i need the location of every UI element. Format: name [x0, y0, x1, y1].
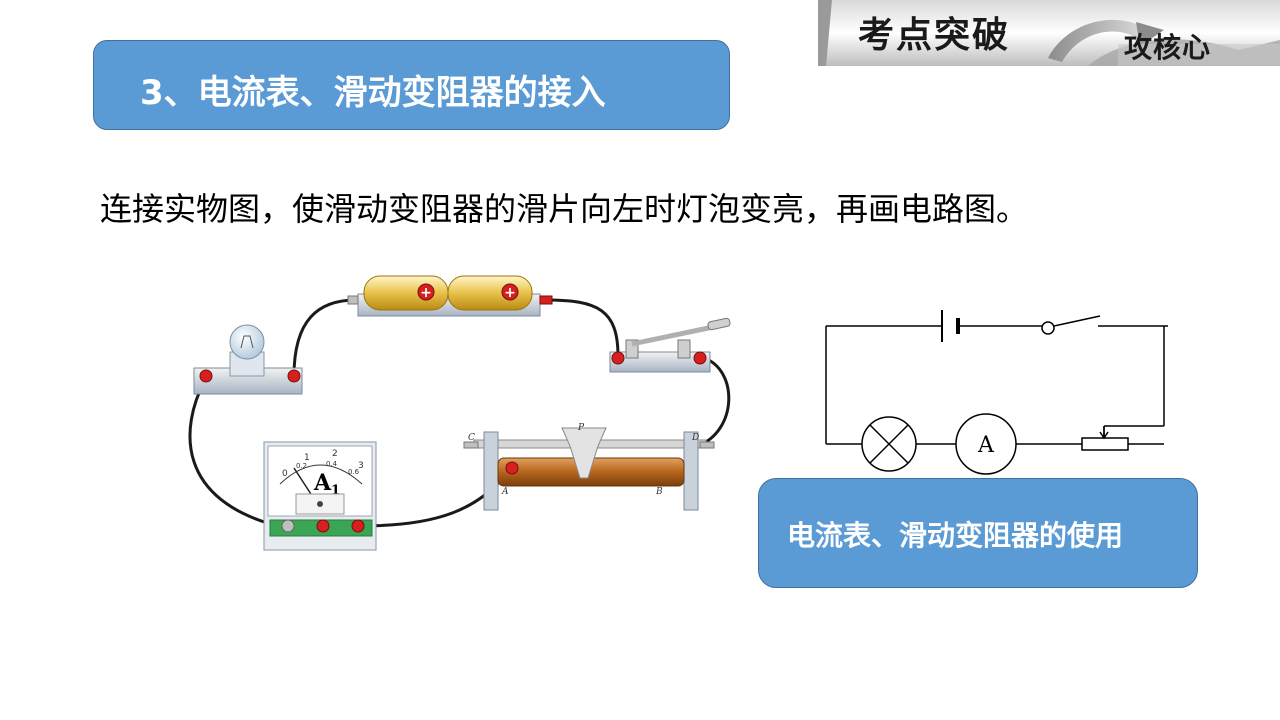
scale-tick-label: 0.6 [348, 468, 360, 476]
banner-subtitle: 攻核心 [1124, 31, 1212, 64]
apparatus-illustration: + + 0 1 2 3 0.2 0.4 0.6 A 1 [188, 275, 731, 551]
terminal-icon [287, 369, 301, 383]
ammeter-subscript: 1 [331, 483, 340, 498]
arrow-head-icon [1136, 22, 1164, 46]
section-title-box [93, 40, 730, 130]
section-title: 3、电流表、滑动变阻器的接入 [140, 73, 606, 113]
plus-sign-icon [501, 283, 519, 301]
scale-tick-label: 0.2 [296, 462, 307, 470]
switch-blade [1053, 315, 1101, 327]
slider-p [561, 427, 607, 479]
topic-link-button[interactable] [758, 478, 1198, 588]
scale-tick-label: 3 [358, 461, 364, 471]
ammeter-symbol-label: A [977, 433, 995, 458]
scale-tick-label: 1 [304, 453, 310, 463]
battery-pack: + + [347, 275, 553, 317]
slider-arrow-icon [1099, 426, 1109, 440]
terminal-label-a: A [501, 487, 509, 497]
battery-sign-label: + [504, 285, 516, 301]
circuit-schematic: A [825, 310, 1168, 475]
banner-title: 考点突破 [858, 14, 1011, 56]
plus-sign-icon [417, 283, 435, 301]
terminal-icon [281, 519, 295, 533]
scale-tick-label: 2 [332, 449, 338, 459]
topic-link-label[interactable]: 电流表、滑动变阻器的使用 [787, 519, 1124, 552]
terminal-icon [693, 351, 707, 365]
arrow-swoosh-icon [1048, 19, 1148, 62]
ammeter-label: A [313, 470, 332, 496]
rheostat-symbol-icon [1081, 437, 1129, 451]
ammeter-symbol-icon [955, 413, 1017, 475]
scale-tick-label: 0.4 [326, 460, 338, 468]
scale-tick-label: 0 [282, 469, 288, 479]
terminal-label-c: C [468, 433, 475, 443]
lamp-holder [193, 324, 303, 395]
sliding-rheostat: C D A B P [463, 423, 715, 511]
bulb-icon [229, 324, 265, 360]
lamp-symbol-icon [861, 416, 917, 472]
knife-switch [609, 317, 731, 373]
terminal-icon [611, 351, 625, 365]
banner-background [818, 0, 1280, 66]
switch-pivot [1041, 321, 1055, 335]
battery-sign-label: + [420, 285, 432, 301]
terminal-label-d: D [691, 433, 699, 443]
terminal-icon [351, 519, 365, 533]
terminal-icon [199, 369, 213, 383]
terminal-icon [316, 519, 330, 533]
terminal-icon [505, 461, 519, 475]
ammeter: 0 1 2 3 0.2 0.4 0.6 A 1 [263, 441, 377, 551]
question-text: 连接实物图，使滑动变阻器的滑片向左时灯泡变亮，再画电路图。 [100, 190, 1029, 228]
header-banner [818, 0, 1280, 66]
terminal-label-b: B [655, 487, 663, 497]
terminal-label-p: P [577, 423, 585, 433]
